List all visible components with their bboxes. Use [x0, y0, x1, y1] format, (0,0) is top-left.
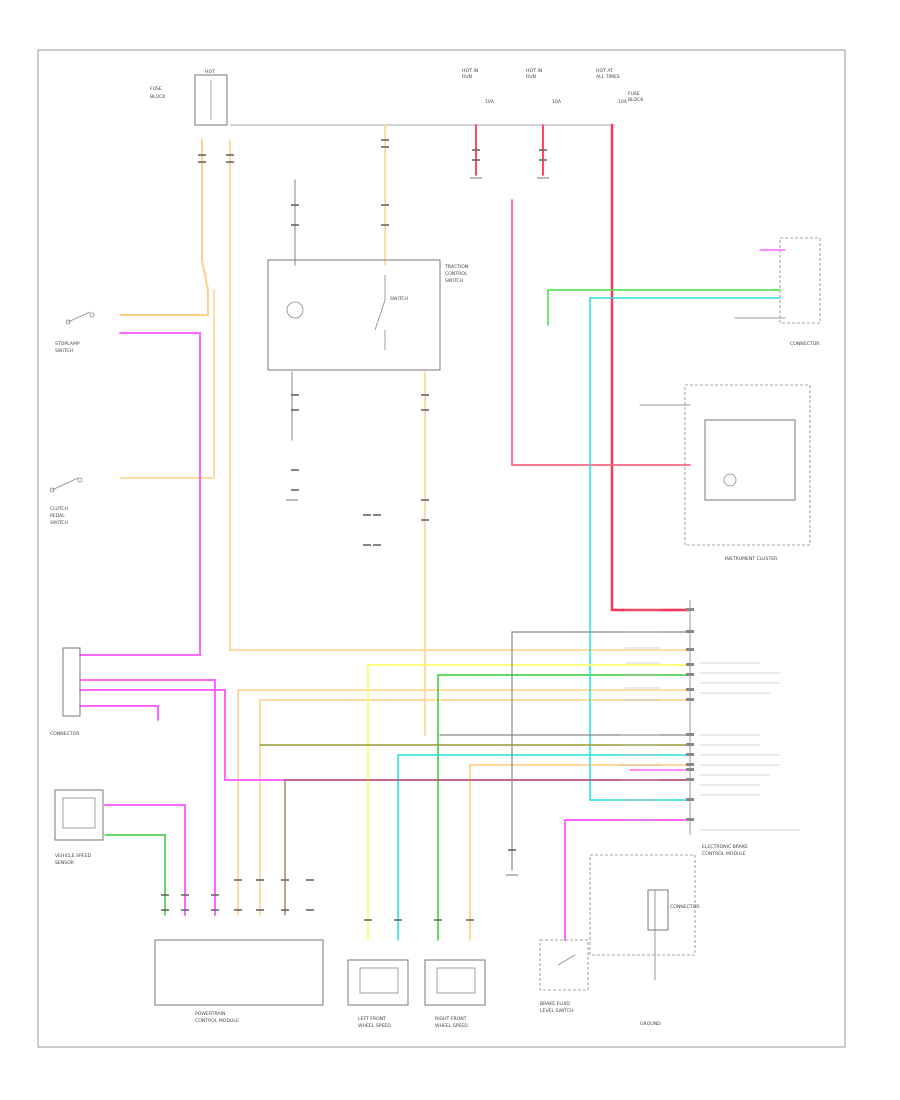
svg-text:PEDAL: PEDAL [50, 513, 65, 519]
svg-text:HOT: HOT [205, 69, 215, 75]
svg-text:LEFT FRONT: LEFT FRONT [358, 1016, 386, 1022]
left-connector-block: CONNECTOR [50, 647, 81, 737]
wire-pink-4 [79, 705, 159, 721]
svg-text:FUSE: FUSE [628, 91, 640, 97]
svg-text:CONTROL MODULE: CONTROL MODULE [195, 1018, 239, 1024]
wire-cyan-1 [589, 297, 781, 801]
wire-orange-2 [229, 139, 691, 651]
top-right-connector: CONNECTOR [779, 237, 821, 347]
svg-text:POWERTRAIN: POWERTRAIN [195, 1011, 225, 1017]
svg-text:WHEEL SPEED: WHEEL SPEED [358, 1023, 391, 1029]
wire-green-3 [104, 834, 166, 916]
svg-text:RIGHT FRONT: RIGHT FRONT [435, 1016, 467, 1022]
svg-text:INSTRUMENT CLUSTER: INSTRUMENT CLUSTER [725, 556, 778, 562]
svg-text:SWITCH: SWITCH [55, 348, 73, 354]
svg-text:HOT IN: HOT IN [462, 68, 478, 74]
vehicle-speed-sensor: VEHICLE SPEED SENSOR [54, 789, 104, 866]
svg-text:SENSOR: SENSOR [55, 860, 75, 866]
svg-text:10A: 10A [485, 99, 495, 105]
wire-orange-6 [469, 764, 691, 941]
diagram-frame [37, 49, 846, 1048]
wire-pink-5 [104, 804, 186, 916]
svg-text:TRACTION: TRACTION [444, 264, 468, 270]
svg-text:RUN: RUN [462, 74, 472, 80]
powertrain-control-module: POWERTRAIN CONTROL MODULE [154, 939, 324, 1024]
traction-control-relay: SWITCH TRACTION CONTROL SWITCH [267, 259, 468, 371]
wire-pink-2 [79, 679, 216, 916]
svg-text:CONTROL MODULE: CONTROL MODULE [702, 851, 746, 857]
svg-text:GROUND: GROUND [640, 1021, 661, 1027]
wire-green-1 [547, 289, 781, 326]
wire-gray-1 [511, 631, 691, 871]
svg-text:RUN: RUN [526, 74, 536, 80]
svg-text:STOPLAMP: STOPLAMP [55, 341, 80, 347]
instrument-cluster: INSTRUMENT CLUSTER [684, 384, 811, 562]
svg-text:LEVEL SWITCH: LEVEL SWITCH [540, 1008, 574, 1014]
svg-text:SWITCH: SWITCH [445, 278, 463, 284]
svg-text:CLUTCH: CLUTCH [50, 506, 68, 512]
svg-text:SWITCH: SWITCH [50, 520, 68, 526]
ebcm-pins [686, 608, 694, 821]
wire-green-2 [437, 674, 691, 941]
electronic-brake-control-module: ELECTRONIC BRAKE CONTROL MODULE [686, 600, 748, 857]
wire-orange-3 [119, 289, 215, 479]
pin-labels [620, 609, 800, 831]
svg-text:BRAKE FLUID: BRAKE FLUID [540, 1001, 570, 1007]
svg-text:BLOCK: BLOCK [628, 97, 644, 103]
wire-tan-1 [237, 689, 691, 916]
svg-text:SWITCH: SWITCH [390, 296, 408, 302]
wire-orange-1 [119, 139, 209, 316]
svg-text:VEHICLE SPEED: VEHICLE SPEED [55, 853, 91, 859]
clutch-pedal-switch: CLUTCH PEDAL SWITCH [49, 477, 83, 526]
wire-pink-1 [79, 332, 201, 656]
right-front-wheel-speed-sensor: RIGHT FRONT WHEEL SPEED [424, 959, 486, 1029]
wire-red-2 [511, 199, 691, 466]
bottom-right-connector: CONNECTOR GROUND [589, 854, 700, 1027]
svg-text:FUSE: FUSE [150, 86, 162, 92]
connector-marks [161, 139, 547, 921]
svg-text:BLOCK: BLOCK [150, 94, 166, 100]
svg-text:CONNECTOR: CONNECTOR [670, 904, 700, 910]
wires [79, 123, 786, 981]
svg-text:HOT AT: HOT AT [596, 68, 613, 74]
wire-pink-6 [564, 819, 691, 941]
wire-tan-2 [259, 699, 691, 916]
wire-brown-1 [284, 779, 691, 916]
svg-text:HOT IN: HOT IN [526, 68, 542, 74]
svg-text:CONNECTOR: CONNECTOR [790, 341, 820, 347]
svg-text:ELECTRONIC BRAKE: ELECTRONIC BRAKE [702, 844, 748, 850]
brake-fluid-level-switch: BRAKE FLUID LEVEL SWITCH [539, 939, 589, 1014]
svg-text:CONNECTOR: CONNECTOR [50, 731, 80, 737]
ground-symbols [286, 177, 549, 876]
fuse-block-top-left: FUSE BLOCK HOT [150, 69, 228, 126]
svg-text:10A: 10A [552, 99, 562, 105]
wire-cyan-2 [397, 754, 691, 941]
wire-red-1 [610, 123, 692, 612]
svg-text:10A: 10A [618, 99, 628, 105]
wire-yellow-1 [367, 664, 691, 941]
left-front-wheel-speed-sensor: LEFT FRONT WHEEL SPEED [347, 959, 409, 1029]
svg-text:WHEEL SPEED: WHEEL SPEED [435, 1023, 468, 1029]
svg-text:ALL TIMES: ALL TIMES [596, 74, 620, 80]
svg-text:CONTROL: CONTROL [445, 271, 468, 277]
fuse-top-right-group: HOT IN RUN HOT IN RUN HOT AT ALL TIMES F… [462, 68, 644, 105]
stoplamp-switch: STOPLAMP SWITCH [55, 311, 95, 354]
